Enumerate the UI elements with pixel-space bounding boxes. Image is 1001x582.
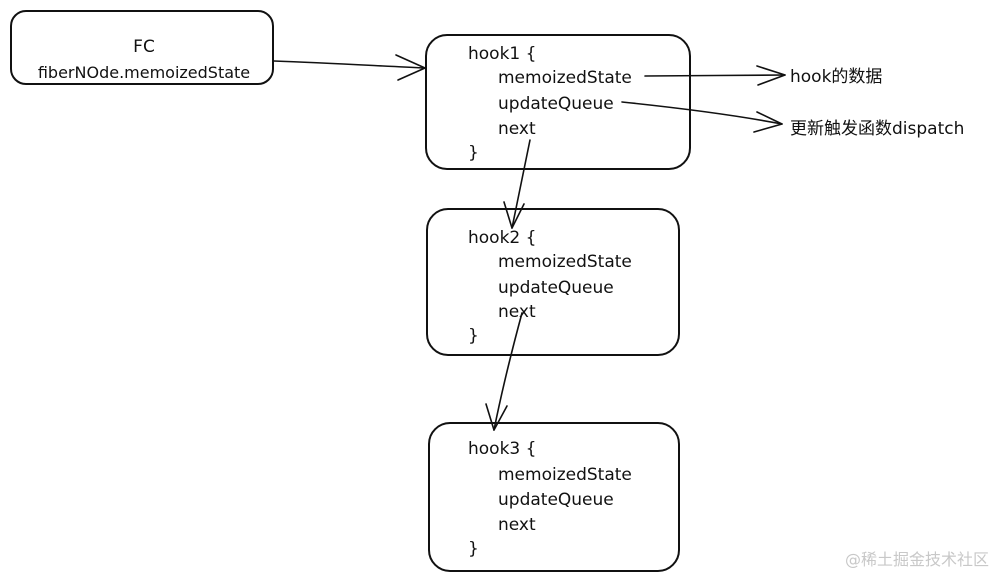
fc-node: FC fiberNOde.memoizedState [10, 10, 274, 85]
arrow-fc-to-hook1 [273, 60, 426, 69]
hook3-update-queue: updateQueue [498, 490, 614, 510]
hook1-close-brace: } [468, 143, 479, 163]
hook2-header: hook2 { [468, 228, 537, 248]
arrowhead-fc-to-hook1 [395, 54, 426, 81]
hook2-node [426, 208, 680, 356]
hook2-memoized-state: memoizedState [498, 252, 632, 272]
update-queue-annotation: 更新触发函数dispatch [790, 119, 965, 139]
arrowhead-update-queue [753, 111, 783, 133]
hook3-next: next [498, 515, 536, 535]
hook1-next: next [498, 119, 536, 139]
watermark: @稀土掘金技术社区 [844, 550, 989, 569]
hook2-next: next [498, 302, 536, 322]
arrowhead-memoized-state [756, 65, 786, 86]
hook2-update-queue: updateQueue [498, 278, 614, 298]
hook3-header: hook3 { [468, 439, 537, 459]
memoized-state-annotation: hook的数据 [790, 67, 883, 87]
hook3-memoized-state: memoizedState [498, 465, 632, 485]
hook1-update-queue: updateQueue [498, 94, 614, 114]
hook3-node [428, 422, 680, 572]
hook3-close-brace: } [468, 539, 479, 559]
fc-title: FC [133, 37, 155, 57]
fc-memoized-state: fiberNOde.memoizedState [37, 63, 251, 82]
hook2-close-brace: } [468, 326, 479, 346]
hook1-header: hook1 { [468, 44, 537, 64]
hook1-memoized-state: memoizedState [498, 68, 632, 88]
